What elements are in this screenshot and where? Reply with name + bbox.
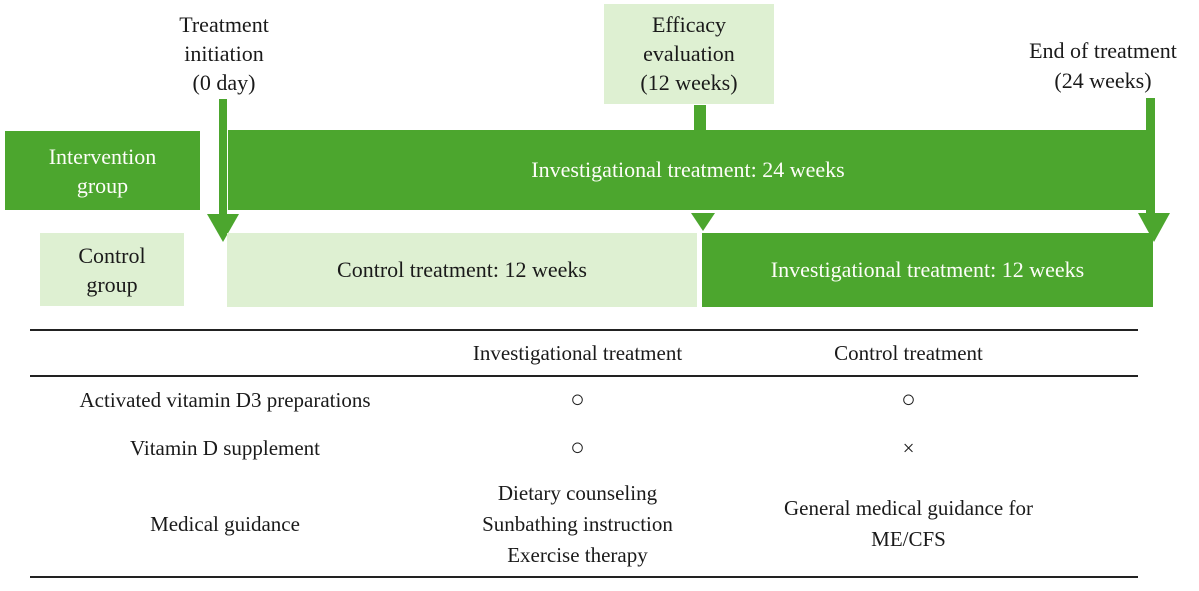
intervention-group-label: Intervention group: [5, 131, 200, 210]
cell-line: Dietary counseling: [497, 480, 658, 505]
connector-efficacy-evaluation: [694, 105, 706, 133]
bar-investigational-treatment-24-weeks: Investigational treatment: 24 weeks: [228, 130, 1148, 210]
milestone-efficacy-evaluation: Efficacy evaluation (12 weeks): [604, 4, 774, 104]
circle-mark: ○: [570, 434, 585, 461]
cell-line: Exercise therapy: [507, 542, 648, 567]
milestone-treatment-initiation: Treatment initiation (0 day): [138, 10, 310, 97]
medical-guidance-control-cell: General medical guidance for ME/CFS: [735, 472, 1138, 576]
bar-label: Investigational treatment: 24 weeks: [531, 157, 845, 182]
down-arrow-stem-treatment-initiation: [219, 99, 227, 215]
bar-label: Control treatment: 12 weeks: [337, 257, 587, 282]
group-label-line: group: [86, 271, 138, 297]
row-label: Activated vitamin D3 preparations: [79, 388, 371, 412]
column-header-investigational-treatment: Investigational treatment: [472, 340, 683, 365]
bar-control-treatment-12-weeks: Control treatment: 12 weeks: [227, 233, 697, 307]
cross-mark: ×: [902, 435, 915, 460]
milestone-line: (24 weeks): [1054, 68, 1152, 93]
milestone-line: (12 weeks): [640, 70, 738, 95]
milestone-line: evaluation: [643, 41, 735, 66]
row-label: Vitamin D supplement: [129, 435, 321, 460]
row-label: Medical guidance: [150, 511, 300, 536]
medical-guidance-investigational-cell: Dietary counseling Sunbathing instructio…: [420, 472, 735, 576]
table-header-row: Investigational treatment Control treatm…: [30, 331, 1138, 376]
circle-mark: ○: [901, 387, 916, 413]
bar-investigational-treatment-12-weeks: Investigational treatment: 12 weeks: [702, 233, 1153, 307]
group-label-line: group: [76, 172, 129, 198]
bar-label: Investigational treatment: 12 weeks: [770, 257, 1085, 282]
table-corner-cell: [30, 331, 420, 376]
milestone-line: Efficacy: [651, 12, 727, 37]
treatment-components-table: Investigational treatment Control treatm…: [30, 329, 1138, 578]
circle-mark: ○: [570, 387, 585, 413]
cell-line: ME/CFS: [871, 527, 946, 551]
milestone-end-of-treatment: End of treatment (24 weeks): [1008, 36, 1198, 96]
down-arrow-stem-end-of-treatment: [1146, 98, 1155, 214]
group-label-line: Control: [78, 242, 146, 268]
milestone-line: initiation: [184, 41, 264, 66]
group-label-line: Intervention: [48, 143, 157, 169]
control-group-label: Control group: [40, 233, 184, 306]
cell-line: General medical guidance for: [784, 496, 1033, 520]
table-row-vitamin-d-supplement: Vitamin D supplement ○ ×: [30, 424, 1138, 472]
milestone-line: End of treatment: [1029, 38, 1177, 63]
down-arrowhead-efficacy-12-weeks-icon: [691, 213, 715, 231]
milestone-line: Treatment: [179, 12, 269, 37]
table-row-medical-guidance: Medical guidance Dietary counseling Sunb…: [30, 472, 1138, 576]
table-row-vitamin-d3-preparations: Activated vitamin D3 preparations ○ ○: [30, 376, 1138, 424]
milestone-line: (0 day): [192, 70, 256, 95]
column-header-control-treatment: Control treatment: [834, 340, 983, 365]
cell-line: Sunbathing instruction: [482, 511, 673, 536]
